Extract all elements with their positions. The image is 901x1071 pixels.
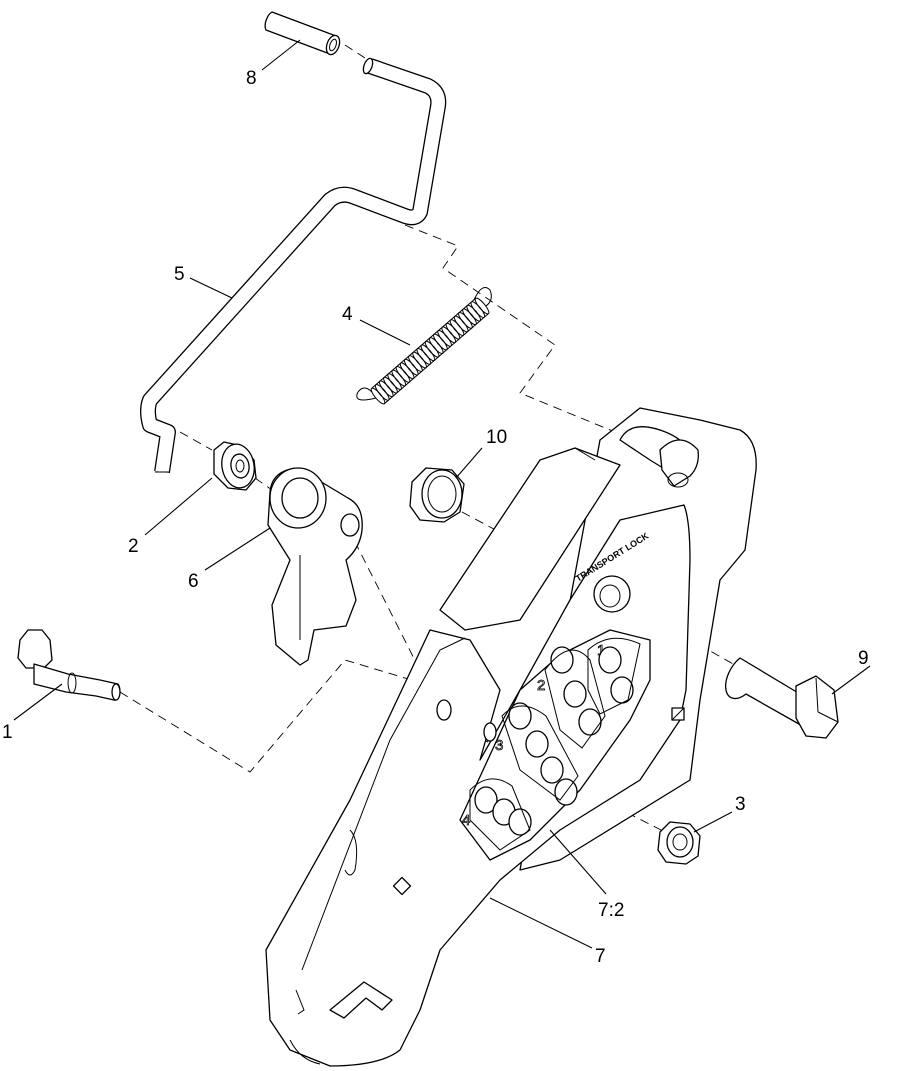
lever-arm-part: [267, 467, 363, 666]
shoulder-bolt-part: [17, 629, 121, 701]
hex-bolt-part: [725, 657, 839, 739]
callout-1: 1: [2, 722, 13, 743]
decal-hole: [598, 646, 622, 674]
spring-coil: [466, 304, 482, 322]
callout-8: 8: [246, 68, 257, 89]
callout-10: 10: [486, 427, 507, 448]
decal-group-3: 3: [495, 737, 503, 754]
decal-hole: [508, 702, 532, 730]
callout-2: 2: [128, 536, 139, 557]
decal-hole: [550, 646, 574, 674]
callout-7: 7: [595, 946, 606, 967]
decal-group-1: 1: [597, 642, 605, 659]
callout-4: 4: [342, 304, 353, 325]
decal-hole: [578, 708, 602, 736]
rod-part: [140, 57, 447, 474]
callout-9: 9: [858, 648, 869, 669]
callout-6: 6: [188, 571, 199, 592]
spring-coil: [458, 312, 473, 329]
spring-coil: [437, 330, 452, 347]
callout-labels: 8 5 4 10 2 6 1 9 3 7:2 7: [2, 68, 869, 967]
bushing-part: [213, 441, 257, 491]
decal-hole: [525, 730, 549, 758]
spring-coil: [416, 348, 432, 365]
decal-group-2: 2: [537, 677, 545, 694]
leader-lines: [13, 39, 871, 949]
callout-7-2: 7:2: [598, 900, 624, 921]
spring-coil: [374, 384, 390, 401]
spring-coil: [395, 366, 411, 383]
decal-hole: [540, 756, 564, 784]
spring-coil: [383, 376, 398, 394]
decal-hole: [474, 786, 498, 814]
callout-5: 5: [174, 264, 185, 285]
decal-part: TRANSPORT LOCK 1 2 3 4: [459, 530, 651, 861]
pin-part: [264, 11, 341, 56]
extension-spring-part: [356, 287, 492, 405]
decal-hole: [563, 680, 587, 708]
spring-coil: [474, 297, 490, 315]
decal-group-4: 4: [462, 812, 470, 829]
decal-hole: [508, 808, 532, 836]
spring-coil: [403, 358, 419, 376]
flange-nut-part: [409, 467, 465, 523]
callout-3: 3: [735, 794, 746, 815]
spring-coil: [424, 340, 440, 358]
spring-coil: [445, 322, 461, 340]
lock-nut-part: [657, 821, 701, 865]
